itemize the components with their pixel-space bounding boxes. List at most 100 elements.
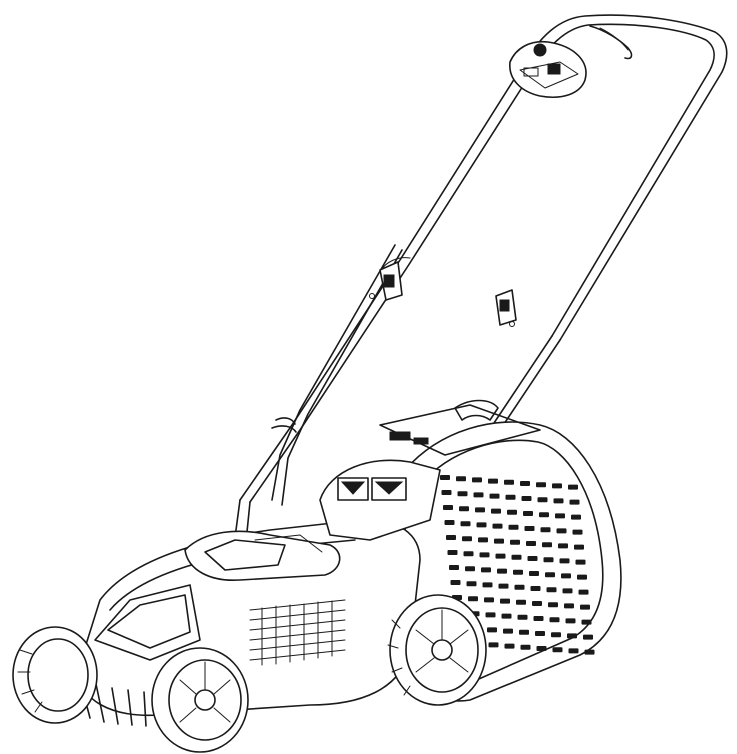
vent-slot bbox=[578, 589, 589, 595]
vent-slot bbox=[457, 491, 468, 497]
vent-slot bbox=[572, 529, 583, 535]
vent-slot bbox=[580, 604, 590, 610]
vent-slot bbox=[574, 544, 584, 550]
vent-slot bbox=[463, 551, 474, 557]
vent-slot bbox=[449, 565, 459, 570]
vent-slot bbox=[513, 569, 523, 575]
vent-slot bbox=[568, 484, 578, 490]
vent-slot bbox=[545, 572, 555, 578]
vent-slot bbox=[498, 583, 509, 589]
clamp-left bbox=[369, 261, 403, 301]
vent-slot bbox=[539, 512, 549, 518]
vent-slot bbox=[548, 602, 558, 608]
vent-slot bbox=[583, 634, 593, 640]
vent-slot bbox=[514, 584, 525, 590]
vent-slot bbox=[523, 511, 533, 516]
vent-slot bbox=[581, 619, 592, 625]
vent-slot bbox=[568, 648, 579, 654]
vent-slot bbox=[473, 492, 484, 498]
vent-slot bbox=[476, 522, 487, 528]
vent-slot bbox=[443, 505, 453, 510]
vent-slot bbox=[456, 476, 466, 482]
vent-slot bbox=[479, 552, 490, 558]
vent-slot bbox=[553, 498, 564, 504]
vent-slot bbox=[491, 508, 501, 514]
vent-slot bbox=[485, 612, 496, 618]
vent-slot bbox=[481, 567, 491, 573]
vent-slot bbox=[567, 633, 577, 639]
vent-slot bbox=[488, 478, 498, 484]
vent-slot bbox=[561, 573, 571, 579]
vent-slot bbox=[468, 596, 478, 602]
vent-slot bbox=[526, 541, 536, 546]
vent-slot bbox=[564, 603, 574, 609]
vent-slot bbox=[508, 524, 519, 530]
wheel-front-left bbox=[12, 626, 98, 724]
vent-slot bbox=[494, 538, 504, 544]
vent-slot bbox=[558, 543, 568, 549]
vent-slot bbox=[503, 628, 513, 634]
vent-slot bbox=[520, 644, 531, 650]
vent-slot bbox=[569, 499, 580, 505]
wheel-rear-right bbox=[387, 594, 487, 706]
vent-slot bbox=[565, 618, 576, 624]
vent-slot bbox=[571, 514, 581, 520]
vent-slot bbox=[466, 581, 477, 587]
vent-slot bbox=[537, 497, 548, 503]
vent-slot bbox=[532, 601, 542, 606]
vent-slot bbox=[475, 507, 485, 513]
vent-slot bbox=[577, 574, 587, 580]
vent-slot bbox=[440, 475, 450, 480]
vent-slot bbox=[530, 586, 541, 591]
vent-slot bbox=[519, 629, 529, 635]
wheel-front-right bbox=[151, 647, 249, 753]
safety-button-icon bbox=[533, 43, 547, 57]
cooling-ribs bbox=[249, 599, 346, 666]
vent-slot bbox=[507, 509, 517, 515]
vent-slot bbox=[460, 521, 471, 527]
vent-slot bbox=[510, 539, 520, 545]
vent-slot bbox=[527, 556, 538, 561]
vent-slot bbox=[492, 523, 503, 529]
vent-slot bbox=[462, 536, 472, 542]
vent-slot bbox=[504, 479, 514, 485]
vent-slot bbox=[459, 506, 469, 512]
vent-slot bbox=[536, 646, 547, 651]
vent-slot bbox=[484, 597, 494, 603]
deck bbox=[77, 459, 441, 727]
vent-slot bbox=[441, 490, 452, 495]
vent-slot bbox=[504, 643, 515, 649]
vent-slot bbox=[489, 493, 500, 499]
clamp-right bbox=[495, 289, 517, 327]
vent-slot bbox=[444, 520, 455, 525]
vent-slot bbox=[546, 587, 557, 593]
vent-slot bbox=[542, 542, 552, 548]
vent-slot bbox=[495, 553, 506, 559]
vent-slot bbox=[529, 571, 539, 576]
vent-slot bbox=[575, 559, 586, 565]
vent-slot bbox=[447, 550, 458, 555]
vent-slot bbox=[556, 528, 567, 534]
vent-slot bbox=[584, 649, 595, 655]
vent-slot bbox=[517, 614, 528, 620]
vent-slot bbox=[516, 599, 526, 605]
vent-slot bbox=[465, 566, 475, 572]
vent-slot bbox=[540, 527, 551, 533]
vent-slot bbox=[521, 496, 532, 501]
vent-slot bbox=[535, 631, 545, 636]
vent-slot bbox=[551, 632, 561, 638]
vent-slot bbox=[559, 558, 570, 564]
vent-slot bbox=[552, 483, 562, 489]
vent-slot bbox=[446, 535, 456, 540]
vent-slot bbox=[524, 526, 535, 531]
vent-slot bbox=[482, 582, 493, 588]
vent-slot bbox=[543, 557, 554, 563]
vent-slot bbox=[497, 568, 507, 574]
vent-slot bbox=[501, 613, 512, 619]
vent-slot bbox=[505, 494, 516, 500]
vent-slot bbox=[520, 481, 530, 486]
vent-slot bbox=[450, 580, 461, 585]
vent-slot bbox=[552, 647, 563, 653]
